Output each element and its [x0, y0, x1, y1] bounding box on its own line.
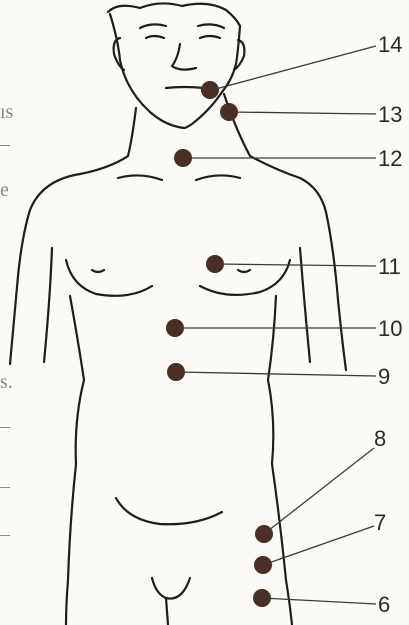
- edge-fragment: ıs: [0, 101, 14, 123]
- point-13: [220, 103, 238, 121]
- mouth: [166, 87, 204, 88]
- nose: [172, 44, 196, 70]
- label-9: 9: [378, 364, 390, 389]
- point-labels: 14 13 12 11 10 9 8 7 6: [374, 32, 402, 617]
- point-6: [253, 589, 271, 607]
- leader-13: [230, 112, 376, 114]
- label-13: 13: [378, 102, 402, 127]
- collarbones: [118, 175, 240, 180]
- point-7: [254, 556, 272, 574]
- torso-right: [268, 296, 292, 625]
- right-nipple: [238, 270, 250, 272]
- neck-left: [80, 108, 136, 174]
- head-left-side: [110, 14, 184, 128]
- leader-8: [264, 448, 374, 534]
- groin: [152, 578, 190, 599]
- left-arm-inner: [44, 248, 52, 362]
- label-8: 8: [374, 426, 386, 451]
- label-11: 11: [378, 254, 401, 279]
- label-7: 7: [374, 510, 386, 535]
- point-12: [174, 149, 192, 167]
- point-11: [206, 255, 224, 273]
- label-10: 10: [378, 316, 402, 341]
- point-10: [166, 319, 184, 337]
- leader-6: [262, 598, 376, 604]
- point-9: [167, 363, 185, 381]
- left-nipple: [92, 270, 104, 272]
- edge-fragment: –: [0, 523, 11, 545]
- point-8: [255, 525, 273, 543]
- torso-left: [66, 296, 84, 625]
- edge-fragment: –: [0, 133, 11, 155]
- chest-left: [66, 260, 152, 296]
- hip-line: [116, 498, 222, 524]
- body-outline: [10, 3, 346, 625]
- leader-lines: [176, 46, 376, 604]
- edge-fragment: e: [0, 179, 9, 201]
- edge-fragment: –: [0, 475, 11, 497]
- right-eyebrow: [198, 24, 224, 28]
- label-14: 14: [378, 32, 402, 57]
- label-6: 6: [378, 592, 390, 617]
- label-12: 12: [378, 146, 402, 171]
- groin-line: [166, 598, 168, 625]
- right-eye: [200, 36, 220, 38]
- edge-fragment: –: [0, 415, 11, 437]
- head-top: [108, 3, 240, 26]
- right-shoulder-arm: [300, 178, 346, 370]
- leader-11: [216, 264, 376, 266]
- leader-7: [263, 526, 374, 565]
- left-edge-text: ıs – e s. – – –: [0, 101, 14, 545]
- left-eye: [146, 36, 164, 38]
- point-14: [201, 81, 219, 99]
- edge-fragment: s.: [0, 371, 13, 393]
- left-eyebrow: [140, 24, 166, 28]
- leader-9: [177, 372, 376, 376]
